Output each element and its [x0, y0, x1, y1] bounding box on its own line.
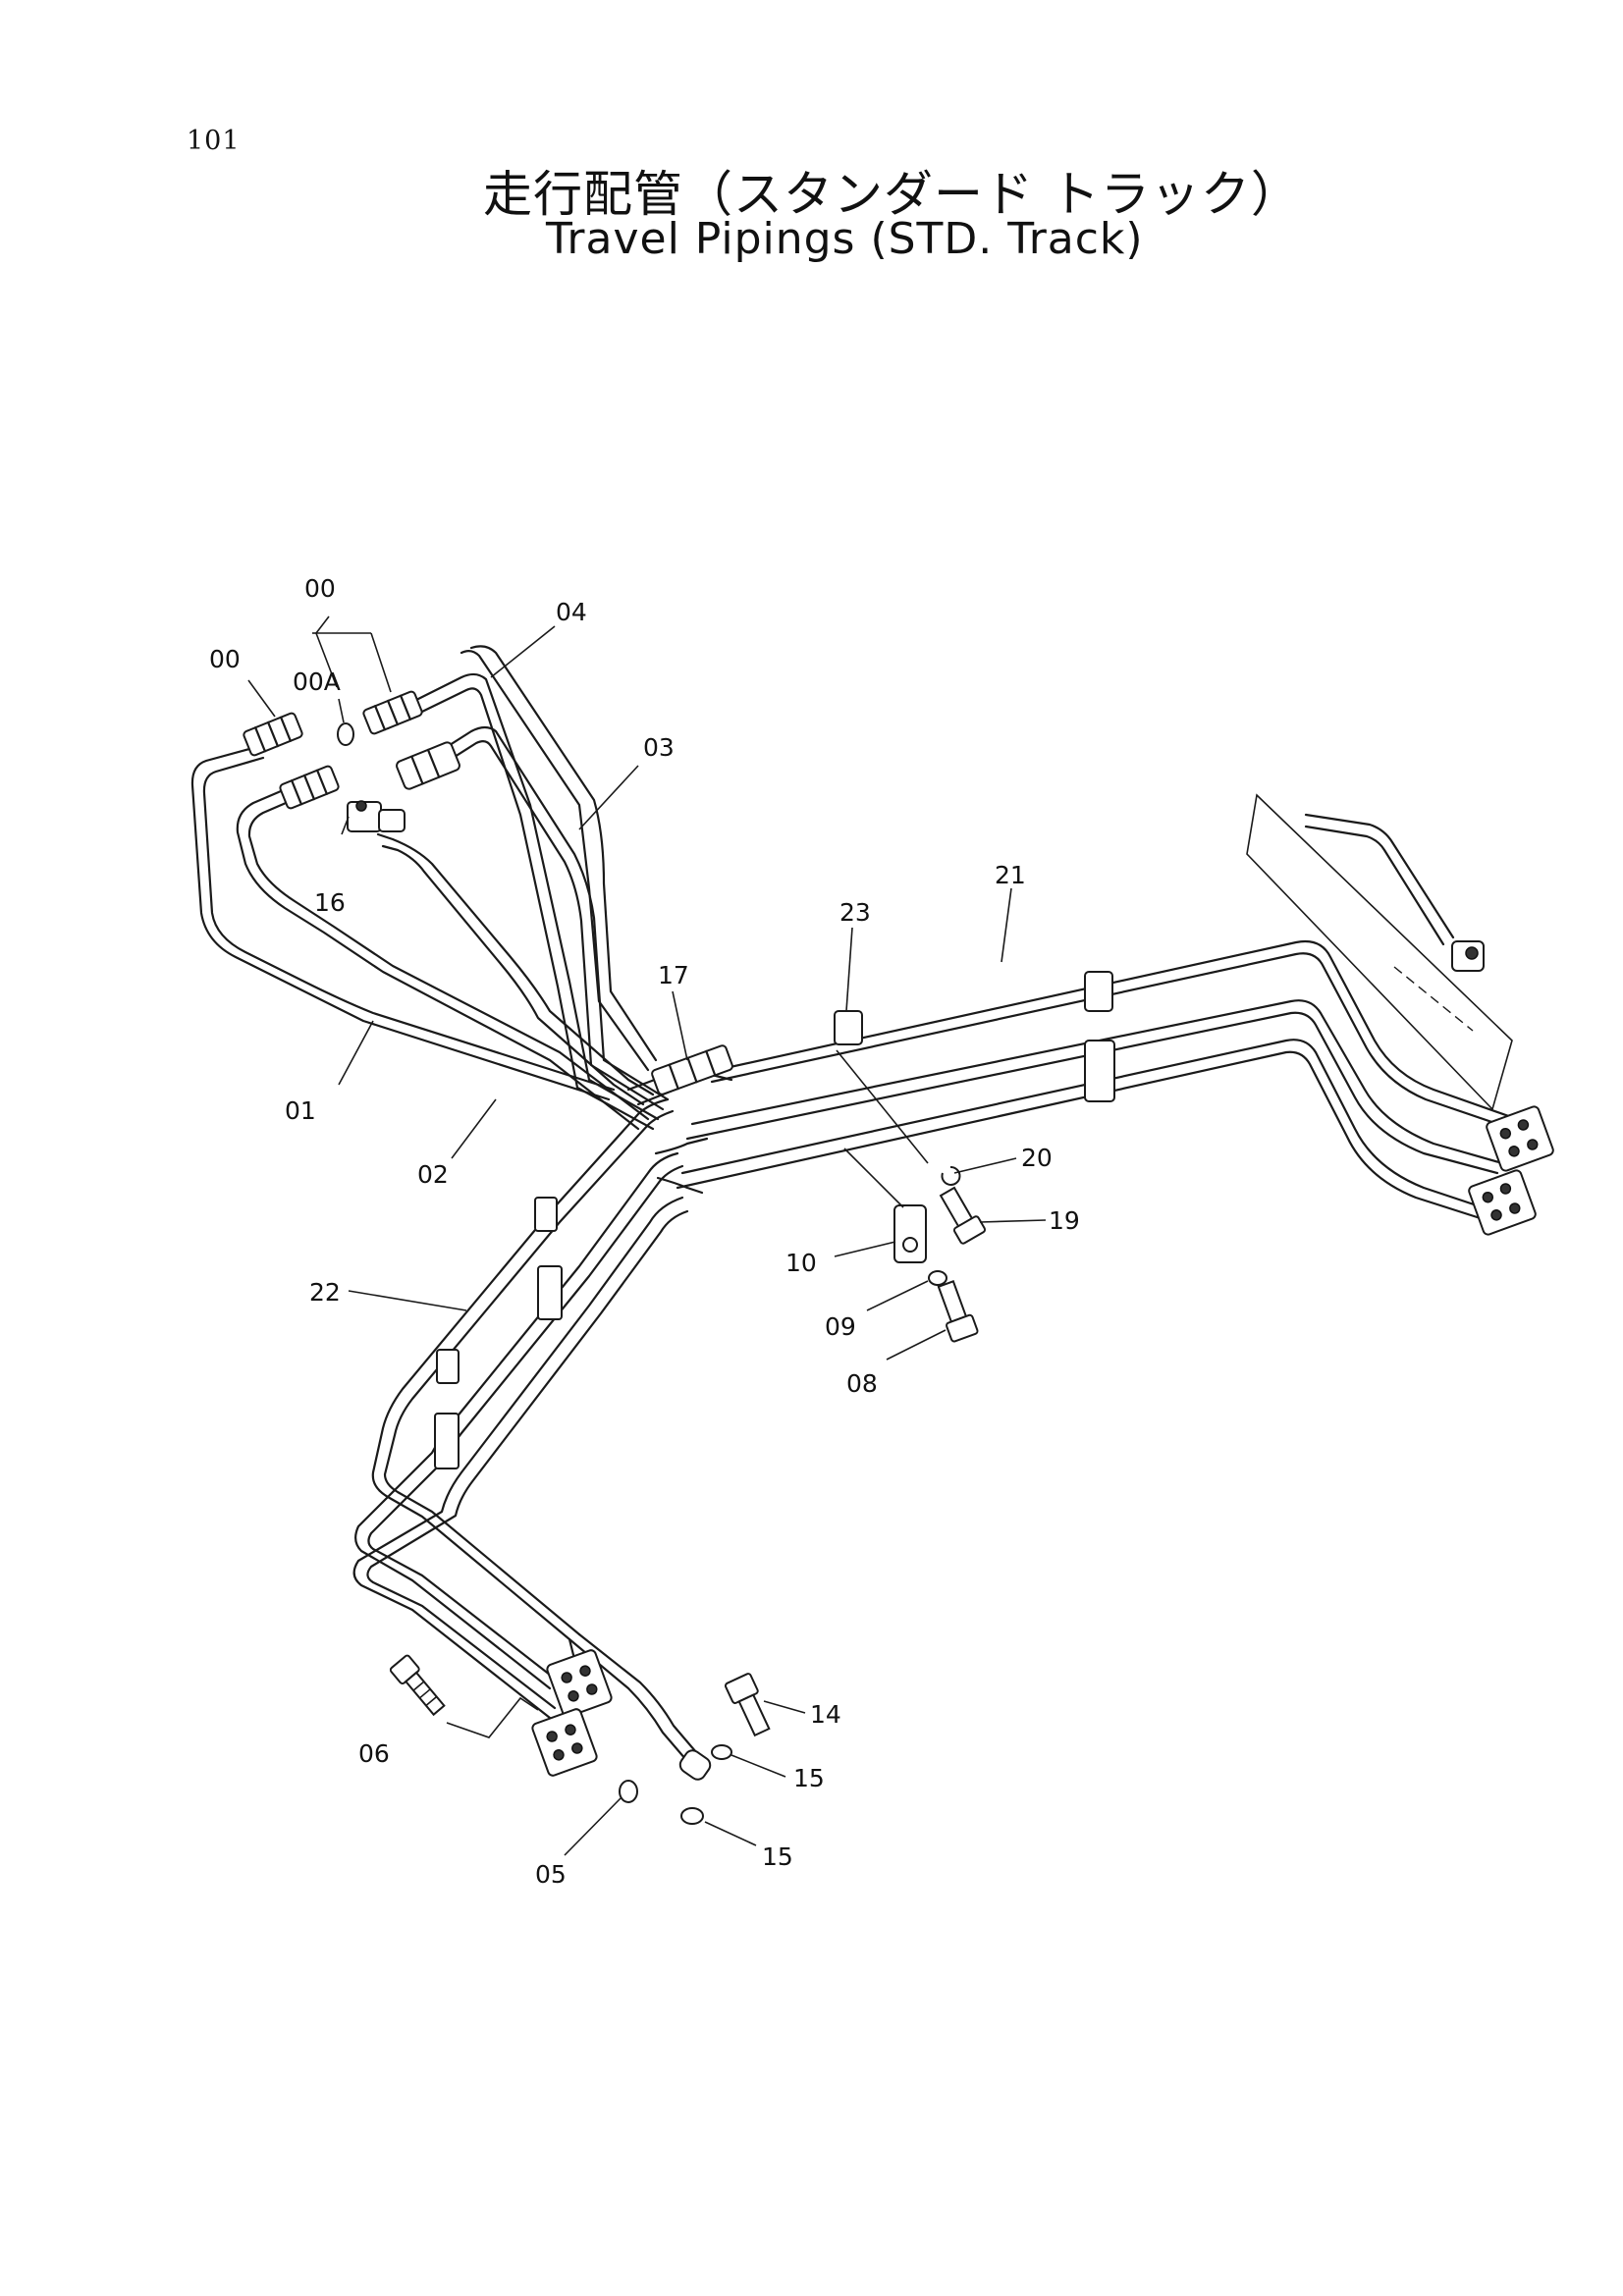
callout-00-left: 00 [209, 645, 241, 673]
bolt-08 [937, 1280, 979, 1343]
callout-02: 02 [417, 1160, 449, 1189]
page-number: 101 [187, 126, 241, 156]
callout-09: 09 [825, 1312, 856, 1341]
callout-17: 17 [658, 961, 689, 989]
bolt-19 [939, 1186, 987, 1245]
bolt-14 [725, 1673, 771, 1737]
fitting-00-left [243, 712, 303, 757]
fittings [243, 690, 733, 1095]
callout-06: 06 [358, 1739, 390, 1768]
fitting-17 [651, 1044, 733, 1095]
callout-16: 16 [314, 888, 346, 917]
loose-parts-center [893, 1165, 987, 1343]
o-ring-05 [619, 1780, 638, 1803]
callout-15-upper: 15 [793, 1764, 825, 1792]
clamp-right-upper [1084, 971, 1113, 1012]
right-block-upper [1486, 1105, 1554, 1172]
callout-10: 10 [785, 1249, 817, 1277]
bolt-06 [389, 1654, 446, 1717]
callout-04: 04 [556, 598, 587, 626]
clamp-22-d [434, 1413, 460, 1469]
callout-labels: 00 00 00A 04 03 16 21 23 17 01 02 20 19 … [209, 574, 1080, 1889]
callout-00-top: 00 [304, 574, 336, 603]
page-title-english: Travel Pipings (STD. Track) [546, 214, 1144, 264]
callout-21: 21 [995, 861, 1026, 889]
inset-outline [1246, 793, 1513, 1111]
o-ring-15-lower [680, 1807, 704, 1825]
pipe-end-connector [678, 1749, 712, 1781]
page-title-japanese: 走行配管（スタンダード トラック） [483, 166, 1301, 223]
right-block-lower [1468, 1169, 1537, 1236]
callout-01: 01 [285, 1096, 316, 1125]
callout-14: 14 [810, 1700, 841, 1729]
callout-22: 22 [309, 1278, 341, 1307]
clamp-22-a [534, 1197, 558, 1232]
callout-05: 05 [535, 1860, 567, 1889]
callout-19: 19 [1049, 1206, 1080, 1235]
callout-08: 08 [846, 1369, 878, 1398]
callout-23: 23 [839, 898, 871, 927]
inset-pipe [1304, 813, 1455, 939]
washer-09 [928, 1270, 947, 1286]
callout-00a: 00A [293, 667, 341, 696]
o-ring-00a [337, 722, 354, 746]
clamp-23 [834, 1010, 863, 1045]
o-ring-15-upper [711, 1744, 732, 1760]
clamp-10 [893, 1204, 927, 1263]
clamp-right-lower [1084, 1040, 1115, 1102]
callout-15-lower: 15 [762, 1842, 793, 1871]
fitting-00-lower [396, 741, 460, 790]
leader-lines [247, 615, 1047, 1856]
fitting-00-upper [362, 690, 423, 735]
clamps [434, 971, 1115, 1469]
callout-20: 20 [1021, 1144, 1053, 1172]
bottom-parts [389, 1649, 771, 1825]
snap-ring-20 [941, 1165, 961, 1186]
bottom-block-lower [531, 1708, 598, 1777]
fitting-00-middle [279, 765, 340, 810]
inset-leader [1393, 966, 1474, 1032]
clamp-22-c [436, 1349, 460, 1384]
right-manifolds [1246, 793, 1554, 1236]
callout-03: 03 [643, 733, 675, 762]
elbow-16 [347, 800, 406, 832]
clamp-22-b [537, 1265, 563, 1320]
bottom-block-upper [546, 1649, 613, 1718]
inset-elbow [1451, 940, 1485, 972]
